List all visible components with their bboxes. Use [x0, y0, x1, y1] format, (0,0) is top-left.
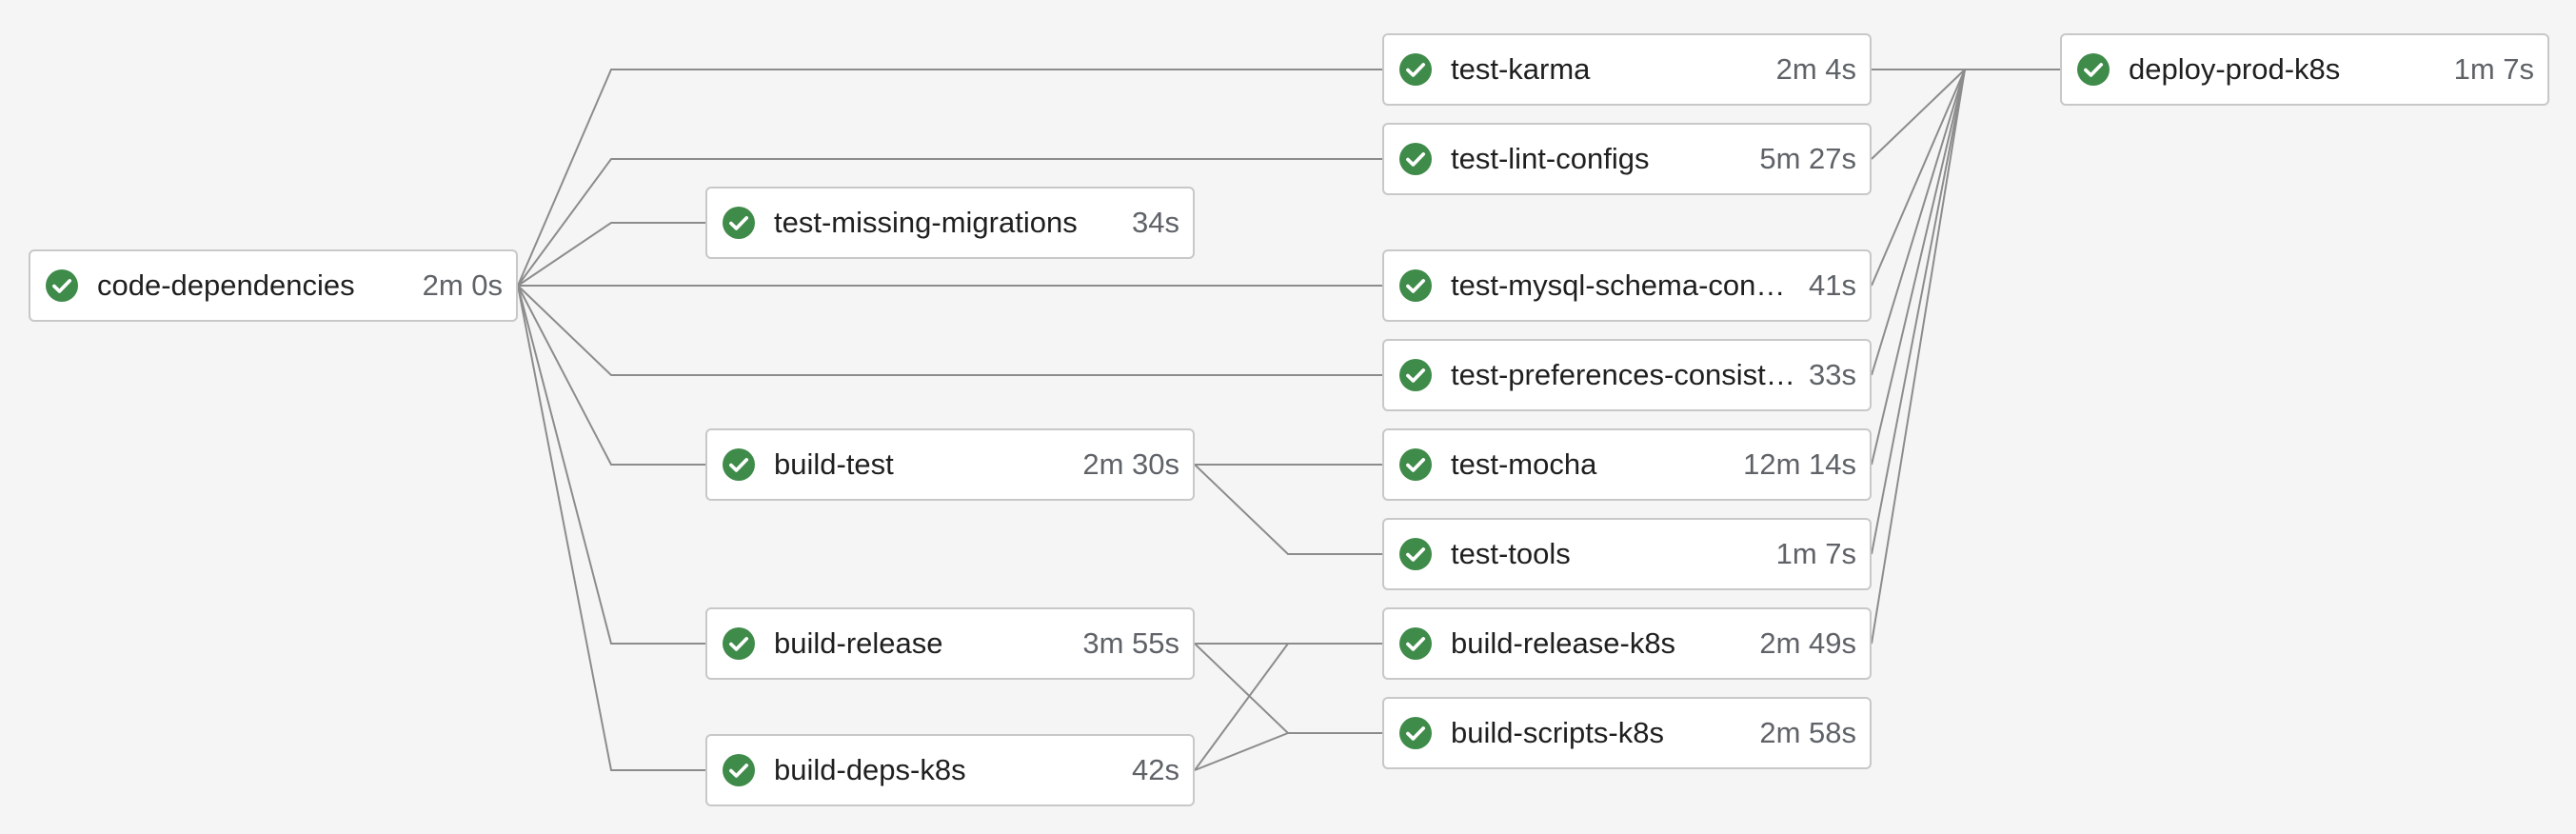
check-circle-icon [1399, 359, 1432, 391]
job-name: deploy-prod-k8s [2129, 52, 2341, 86]
edge-build-deps-k8s-to-build-release-k8s [1194, 643, 1382, 771]
job-build-scripts-k8s[interactable]: build-scripts-k8s 2m 58s [1382, 697, 1872, 769]
job-test-karma[interactable]: test-karma 2m 4s [1382, 33, 1872, 106]
check-circle-icon [1399, 269, 1432, 302]
job-code-dependencies[interactable]: code-dependencies 2m 0s [29, 249, 518, 322]
check-circle-icon [723, 754, 755, 786]
job-duration: 41s [1809, 268, 1856, 302]
check-circle-icon [723, 448, 755, 481]
job-duration: 2m 0s [422, 268, 503, 302]
job-duration: 5m 27s [1759, 142, 1856, 175]
job-name: test-mocha [1451, 447, 1597, 481]
job-duration: 12m 14s [1743, 447, 1856, 481]
check-circle-icon [723, 207, 755, 239]
edge-build-deps-k8s-to-build-scripts-k8s [1194, 732, 1382, 771]
job-test-lint-configs[interactable]: test-lint-configs 5m 27s [1382, 123, 1872, 195]
edge-test-tools-to-deploy-prod-k8s [1871, 69, 2060, 555]
edge-code-dependencies-to-build-test [517, 285, 705, 466]
job-duration: 2m 49s [1759, 626, 1856, 660]
job-duration: 2m 30s [1082, 447, 1179, 481]
edge-code-dependencies-to-test-missing-migrations [517, 222, 705, 287]
check-circle-icon [1399, 53, 1432, 86]
job-build-deps-k8s[interactable]: build-deps-k8s 42s [705, 734, 1195, 806]
job-test-preferences[interactable]: test-preferences-consiste… 33s [1382, 339, 1872, 411]
edge-code-dependencies-to-test-lint-configs [517, 158, 1382, 287]
edge-build-test-to-test-tools [1194, 464, 1382, 555]
job-name: code-dependencies [97, 268, 355, 302]
job-name: build-release-k8s [1451, 626, 1676, 660]
edge-test-mysql-schema-to-deploy-prod-k8s [1871, 69, 2060, 287]
job-name: test-karma [1451, 52, 1591, 86]
check-circle-icon [46, 269, 78, 302]
job-deploy-prod-k8s[interactable]: deploy-prod-k8s 1m 7s [2060, 33, 2549, 106]
job-duration: 2m 58s [1759, 716, 1856, 749]
job-test-mysql-schema[interactable]: test-mysql-schema-consi… 41s [1382, 249, 1872, 322]
job-name: test-missing-migrations [774, 206, 1078, 239]
job-duration: 42s [1132, 753, 1179, 786]
job-duration: 1m 7s [1775, 537, 1856, 570]
edge-code-dependencies-to-test-preferences [517, 285, 1382, 376]
job-test-missing-migrations[interactable]: test-missing-migrations 34s [705, 187, 1195, 259]
edge-code-dependencies-to-test-karma [517, 69, 1382, 287]
job-duration: 34s [1132, 206, 1179, 239]
job-test-mocha[interactable]: test-mocha 12m 14s [1382, 428, 1872, 501]
job-duration: 1m 7s [2453, 52, 2534, 86]
job-duration: 33s [1809, 358, 1856, 391]
job-duration: 3m 55s [1082, 626, 1179, 660]
check-circle-icon [2077, 53, 2110, 86]
job-test-tools[interactable]: test-tools 1m 7s [1382, 518, 1872, 590]
edge-build-release-to-build-scripts-k8s [1194, 643, 1382, 734]
job-build-release-k8s[interactable]: build-release-k8s 2m 49s [1382, 607, 1872, 680]
job-name: build-release [774, 626, 943, 660]
edge-code-dependencies-to-build-release [517, 285, 705, 645]
job-name: test-preferences-consiste… [1451, 358, 1798, 391]
check-circle-icon [1399, 717, 1432, 749]
job-name: test-mysql-schema-consi… [1451, 268, 1798, 302]
edge-test-lint-configs-to-deploy-prod-k8s [1871, 69, 2060, 160]
check-circle-icon [723, 627, 755, 660]
job-build-release[interactable]: build-release 3m 55s [705, 607, 1195, 680]
check-circle-icon [1399, 627, 1432, 660]
job-build-test[interactable]: build-test 2m 30s [705, 428, 1195, 501]
check-circle-icon [1399, 143, 1432, 175]
job-name: test-tools [1451, 537, 1571, 570]
edge-build-release-k8s-to-deploy-prod-k8s [1871, 69, 2060, 645]
check-circle-icon [1399, 448, 1432, 481]
job-duration: 2m 4s [1775, 52, 1856, 86]
edge-code-dependencies-to-build-deps-k8s [517, 285, 705, 771]
job-name: build-deps-k8s [774, 753, 966, 786]
job-name: build-scripts-k8s [1451, 716, 1664, 749]
job-name: test-lint-configs [1451, 142, 1650, 175]
check-circle-icon [1399, 538, 1432, 570]
job-name: build-test [774, 447, 894, 481]
